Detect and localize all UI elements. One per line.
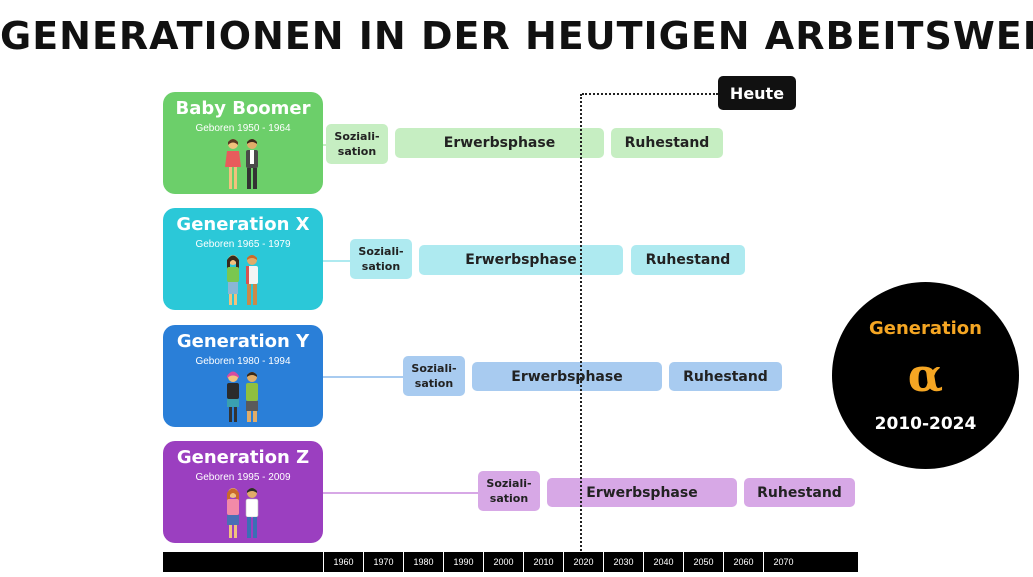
today-line	[580, 94, 582, 555]
timeline-tick: 2070	[763, 552, 803, 572]
phase-erwerbsphase: Erwerbsphase	[547, 478, 737, 507]
couple-icon	[225, 139, 258, 189]
phase-ruhestand: Ruhestand	[669, 362, 782, 391]
page-title: GENERATIONEN IN DER HEUTIGEN ARBEITSWELT	[0, 14, 1033, 58]
generation-connector	[323, 260, 351, 262]
generation-connector	[323, 492, 479, 494]
generation-born: Geboren 1980 - 1994	[195, 356, 291, 367]
timeline-tick: 2060	[723, 552, 763, 572]
generation-name: Baby Boomer	[175, 98, 311, 119]
phase-sozialisation: Soziali- sation	[326, 124, 388, 164]
timeline-tick: 2030	[603, 552, 643, 572]
timeline-tick: 1980	[403, 552, 443, 572]
phase-label: Soziali- sation	[358, 245, 404, 273]
generation-name: Generation X	[176, 214, 310, 235]
timeline-tick: 1990	[443, 552, 483, 572]
couple-icon	[227, 488, 259, 538]
generation-card-generation-y: Generation Y Geboren 1980 - 1994	[163, 325, 323, 427]
phase-sozialisation: Soziali- sation	[478, 471, 540, 511]
generation-name: Generation Y	[176, 331, 310, 352]
alpha-symbol-icon: α	[907, 348, 944, 402]
phase-ruhestand: Ruhestand	[631, 245, 745, 275]
timeline-tick: 1970	[363, 552, 403, 572]
phase-sozialisation: Soziali- sation	[403, 356, 465, 396]
generation-born: Geboren 1950 - 1964	[195, 123, 291, 134]
generation-card-generation-x: Generation X Geboren 1965 - 1979	[163, 208, 323, 310]
timeline-tick: 2020	[563, 552, 603, 572]
timeline-tick: 2000	[483, 552, 523, 572]
phase-sozialisation: Soziali- sation	[350, 239, 412, 279]
phase-label: Ruhestand	[683, 368, 768, 385]
phase-label: Ruhestand	[645, 252, 731, 268]
couple-icon	[227, 371, 258, 422]
phase-label: Erwerbsphase	[443, 135, 556, 151]
phase-label: Ruhestand	[624, 135, 710, 151]
timeline-tick: 2010	[523, 552, 563, 572]
phase-erwerbsphase: Erwerbsphase	[419, 245, 623, 275]
generation-born: Geboren 1965 - 1979	[195, 239, 291, 250]
generation-name: Generation Z	[176, 447, 310, 468]
generation-connector	[323, 144, 327, 146]
timeline-tick: 1960	[323, 552, 363, 572]
phase-erwerbsphase: Erwerbsphase	[395, 128, 604, 158]
phase-ruhestand: Ruhestand	[611, 128, 723, 158]
couple-icon	[227, 255, 258, 305]
phase-label: Erwerbsphase	[511, 368, 623, 385]
phase-ruhestand: Ruhestand	[744, 478, 855, 507]
phase-label: Soziali- sation	[486, 477, 532, 505]
phase-label: Erwerbsphase	[465, 252, 577, 268]
timeline-axis: 1960 1970 1980 1990 2000 2010 2020 2030 …	[163, 552, 858, 572]
phase-label: Ruhestand	[757, 484, 842, 501]
generation-card-baby-boomer: Baby Boomer Geboren 1950 - 1964	[163, 92, 323, 194]
today-label: Heute	[718, 76, 796, 110]
generation-born: Geboren 1995 - 2009	[195, 472, 291, 483]
alpha-years: 2010-2024	[874, 414, 977, 434]
alpha-label: Generation	[869, 318, 982, 339]
timeline-tick: 2050	[683, 552, 723, 572]
today-line-horizontal	[582, 93, 718, 95]
phase-label: Erwerbsphase	[586, 484, 698, 501]
timeline-tick: 2040	[643, 552, 683, 572]
generation-alpha-circle: Generation α 2010-2024	[832, 282, 1019, 469]
generation-card-generation-z: Generation Z Geboren 1995 - 2009	[163, 441, 323, 543]
phase-label: Soziali- sation	[334, 130, 380, 158]
generation-connector	[323, 376, 404, 378]
phase-label: Soziali- sation	[411, 362, 457, 390]
phase-erwerbsphase: Erwerbsphase	[472, 362, 662, 391]
